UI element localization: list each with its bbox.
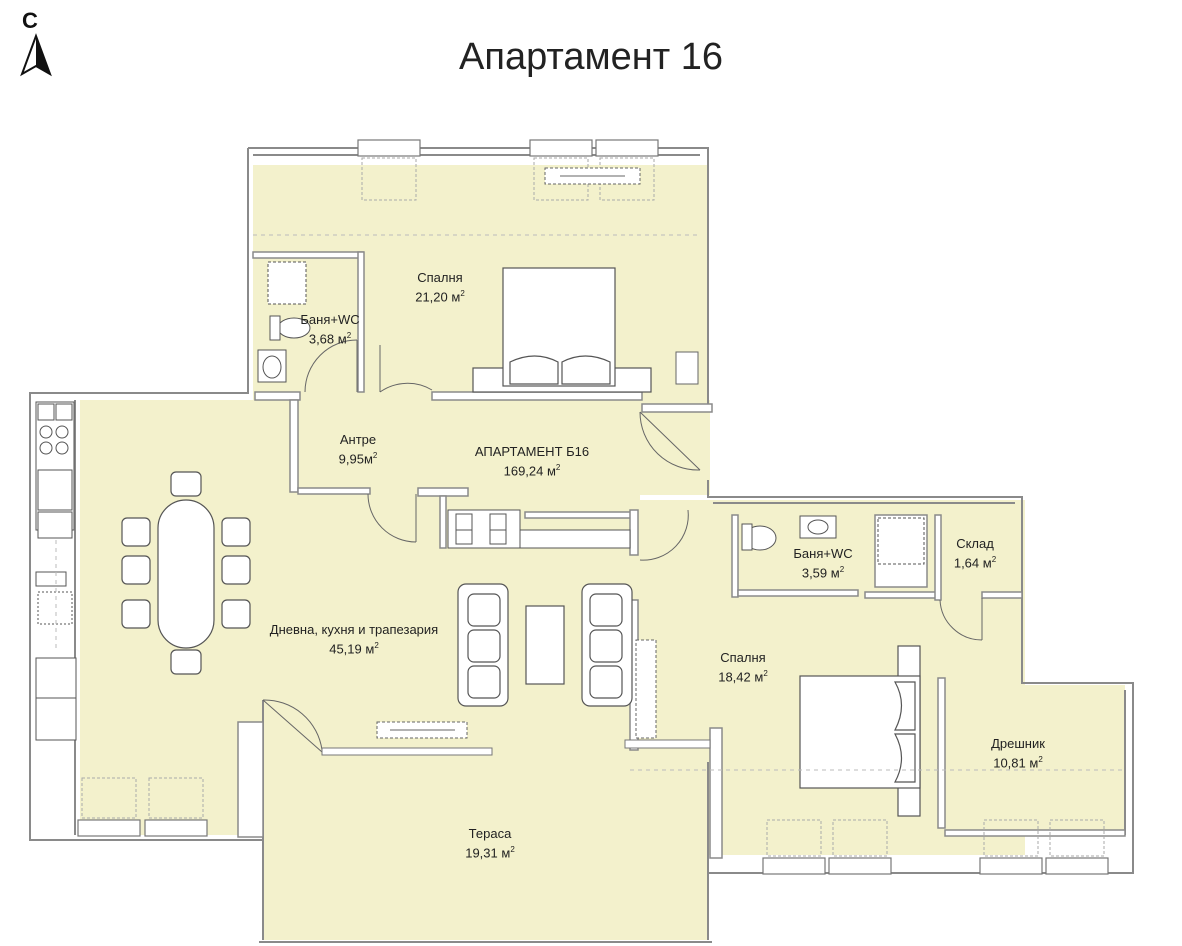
room-area: 21,20 м2: [415, 289, 465, 305]
page-title: Апартамент 16: [459, 36, 723, 78]
sofas: [457, 583, 633, 707]
room-name: Баня+WC: [793, 546, 853, 561]
room-label-bath2: Баня+WC 3,59 м2: [793, 546, 852, 581]
cabinet-bedroom1: [675, 351, 699, 385]
room-label-wardrobe: Дрешник 10,81 м2: [991, 736, 1045, 771]
room-label-storage: Склад 1,64 м2: [954, 536, 996, 571]
room-label-bedroom1: Спалня 21,20 м2: [415, 270, 465, 305]
door-swings: [262, 339, 983, 753]
room-name: Склад: [956, 536, 994, 551]
room-label-hall: Антре 9,95м2: [339, 432, 378, 467]
room-area: 18,42 м2: [718, 669, 768, 685]
bath1-fixtures: [257, 261, 311, 383]
dashed-lines: [55, 234, 1125, 771]
window-sash-lines: [81, 157, 1105, 857]
dining-table: [121, 471, 251, 675]
room-name: Тераса: [468, 826, 512, 841]
room-label-apartment: АПАРТАМЕНТ Б16 169,24 м2: [475, 444, 589, 479]
room-area: 10,81 м2: [993, 755, 1043, 771]
room-name: Дрешник: [991, 736, 1045, 751]
kitchen-counter: [35, 401, 77, 741]
radiator-living: [376, 639, 657, 739]
room-area: 9,95м2: [338, 451, 378, 467]
room-name: Спалня: [720, 650, 766, 665]
north-label: С: [22, 8, 38, 33]
room-area: 1,64 м2: [953, 555, 997, 571]
room-name: Дневна, кухня и трапезария: [269, 622, 439, 637]
kitchen-island: [447, 509, 631, 549]
room-label-terrace: Тераса 19,31 м2: [465, 826, 515, 861]
bed-2: [799, 645, 921, 817]
terrace-door: [321, 739, 711, 756]
room-name: Антре: [339, 432, 377, 447]
room-area: 45,19 м2: [329, 641, 379, 657]
radiator-top: [544, 167, 641, 185]
north-arrow-icon: [20, 33, 52, 77]
windows: [77, 139, 1109, 875]
room-label-bath1: Баня+WC 3,68 м2: [300, 312, 359, 347]
room-area: 3,59 м2: [801, 565, 845, 581]
room-name: Баня+WC: [300, 312, 360, 327]
room-label-bedroom2: Спалня 18,42 м2: [718, 650, 768, 685]
room-name: Спалня: [417, 270, 463, 285]
room-area: 169,24 м2: [503, 463, 561, 479]
room-area: 3,68 м2: [308, 331, 352, 347]
room-label-living: Дневна, кухня и трапезария 45,19 м2: [270, 622, 438, 657]
room-area: 19,31 м2: [465, 845, 515, 861]
bed-1: [472, 267, 652, 393]
bath2-fixtures: [741, 515, 925, 565]
room-name: АПАРТАМЕНТ Б16: [474, 444, 590, 459]
